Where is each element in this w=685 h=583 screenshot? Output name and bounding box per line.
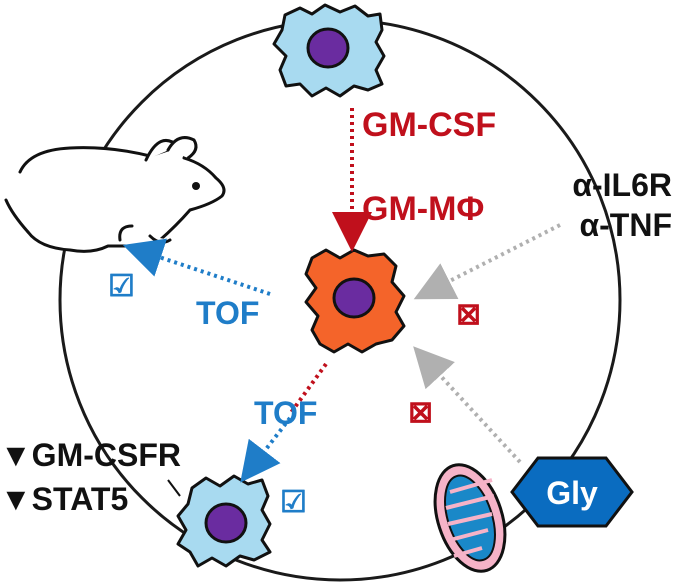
top-cell-nucleus: [306, 27, 350, 69]
gly-cross-mark: ⊠: [408, 396, 433, 429]
mouse-illustration: [4, 136, 226, 253]
macrophage-to-cell-red-arrow: [288, 362, 328, 416]
top-monocyte-cell: [272, 3, 386, 98]
il6r-tnf-cross-mark: ⊠: [456, 298, 481, 331]
center-macrophage-cell: [304, 248, 406, 354]
cell-check-mark: ☑: [280, 486, 307, 519]
tof-mouse-label: TOF: [196, 295, 259, 331]
anti-tnf-label: α-TNF: [579, 207, 672, 243]
anti-il6r-label: α-IL6R: [572, 167, 672, 203]
center-cell-nucleus: [332, 277, 376, 319]
gly-arrow: [413, 346, 522, 464]
gly-hexagon: Gly: [510, 456, 634, 528]
mitochondrion-illustration: [433, 463, 507, 573]
stat5-connector: [167, 479, 181, 497]
gmcsf-label: GM-CSF: [362, 106, 496, 144]
gly-label: Gly: [546, 475, 598, 511]
gmcsfr-label: ▼GM-CSFR: [0, 437, 181, 473]
tof-cell-label: TOF: [254, 395, 317, 431]
il6r-tnf-arrow: [413, 223, 561, 300]
tof-mouse-arrow: [122, 238, 271, 296]
mouse-check-mark: ☑: [108, 270, 135, 303]
gm-mphi-label: GM-MΦ: [362, 190, 484, 228]
stat5-label: ▼STAT5: [0, 481, 128, 517]
bottom-cell-nucleus: [204, 502, 248, 544]
bottom-monocyte-cell: [176, 474, 272, 568]
